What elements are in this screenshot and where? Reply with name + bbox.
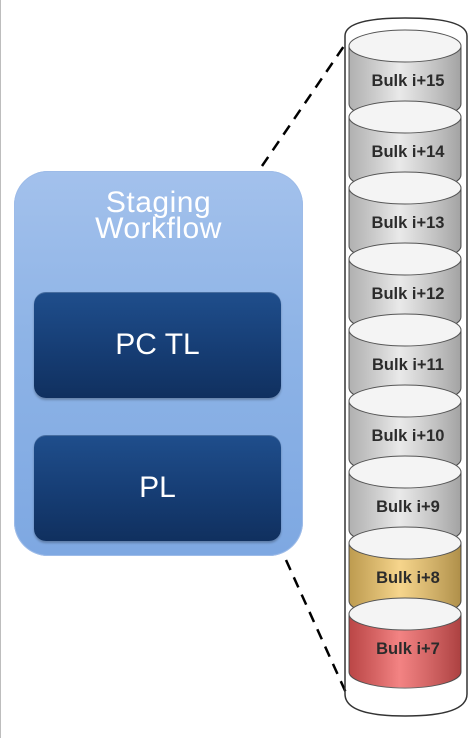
bulk-disk: Bulk i+13 [348, 171, 462, 263]
stage-label-pl: PL [139, 471, 176, 504]
bulk-label: Bulk i+7 [376, 640, 440, 658]
stage-label-pc-tl: PC TL [115, 328, 200, 361]
bulk-label: Bulk i+15 [372, 72, 445, 90]
staging-workflow-title: Staging Workflow [95, 186, 222, 245]
left-border-line [0, 0, 1, 738]
bulk-disk: Bulk i+14 [348, 100, 462, 192]
bulk-tube-outline [344, 17, 468, 717]
bulk-label: Bulk i+10 [372, 427, 445, 445]
bulk-disk: Bulk i+7 [348, 597, 462, 689]
stage-box-pl: PL [34, 435, 281, 541]
bulk-disk: Bulk i+15 [348, 29, 462, 121]
bulk-disk: Bulk i+12 [348, 242, 462, 334]
bulk-label: Bulk i+11 [372, 356, 444, 374]
bulk-label: Bulk i+14 [372, 143, 446, 161]
bulk-disk: Bulk i+9 [348, 455, 462, 547]
bulk-label: Bulk i+12 [372, 285, 445, 303]
stage-box-pc-tl: PC TL [34, 292, 281, 398]
bulk-disk: Bulk i+8 [348, 526, 462, 618]
bulk-label: Bulk i+9 [376, 498, 440, 516]
upper-dashed-connector [260, 45, 346, 167]
lower-dashed-connector [284, 559, 349, 696]
bulk-label: Bulk i+13 [372, 214, 445, 232]
bulk-disk: Bulk i+10 [348, 384, 462, 476]
bulk-label: Bulk i+8 [376, 569, 440, 587]
